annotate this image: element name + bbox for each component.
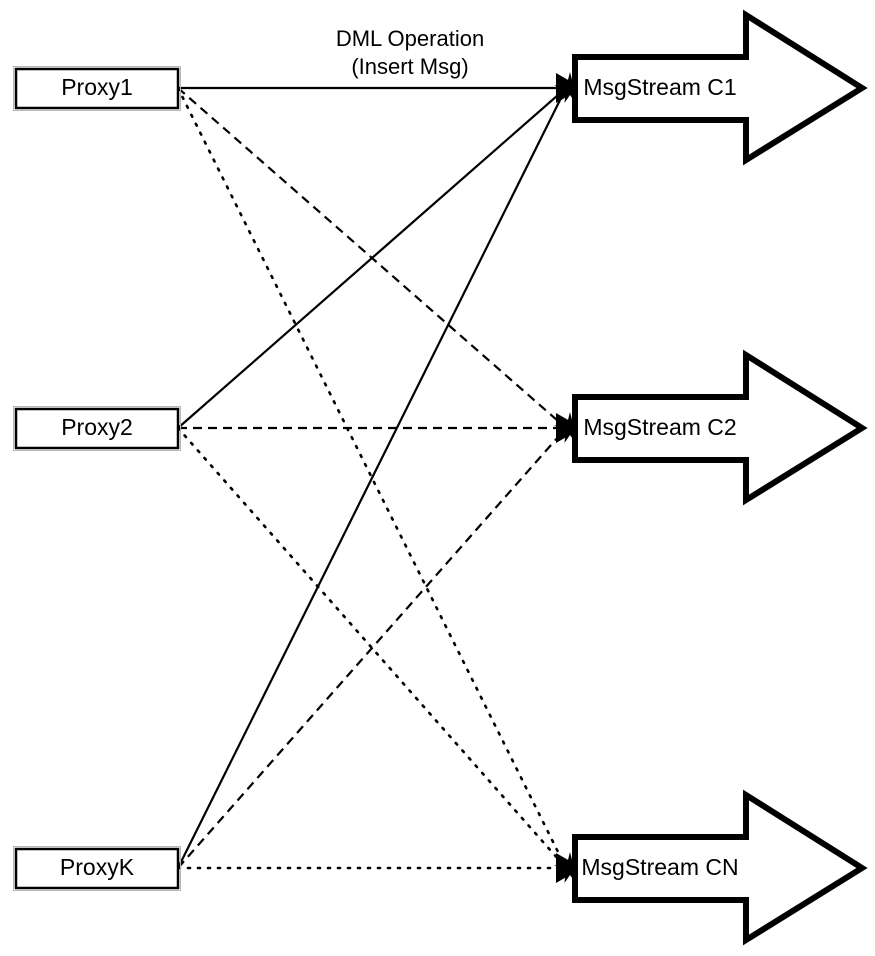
proxy-box — [14, 407, 180, 450]
streams-layer: MsgStream C1 MsgStream C2 MsgStream CN — [572, 9, 868, 946]
proxy-box — [14, 847, 180, 890]
stream-arrow-shape — [572, 789, 868, 946]
connection-proxyK-to-msgstream-c1 — [177, 87, 567, 869]
arrowhead-tip — [556, 73, 582, 103]
proxy-label: Proxy1 — [61, 74, 133, 100]
arrowhead-tip — [556, 413, 582, 443]
proxy-box — [14, 67, 180, 110]
connector-line — [177, 87, 567, 869]
proxy-label: ProxyK — [60, 854, 135, 880]
stream-label: MsgStream C2 — [583, 414, 736, 440]
connection-proxy2-to-msgstream-cn — [176, 426, 568, 870]
connector-line — [176, 426, 568, 870]
proxy-box-outline — [13, 406, 181, 451]
proxy-box-outline — [13, 66, 181, 111]
connection-proxyK-to-msgstream-c2 — [177, 427, 567, 869]
proxy-label: Proxy2 — [61, 414, 133, 440]
arrowhead-tip — [556, 853, 582, 883]
annotation-line-2: (Insert Msg) — [351, 54, 468, 79]
annotation-dml-operation: DML Operation (Insert Msg) — [336, 26, 484, 79]
annotation-line-1: DML Operation — [336, 26, 484, 51]
connector-line — [177, 427, 567, 869]
arrowheads-layer — [554, 72, 586, 883]
proxy-box-outline — [13, 846, 181, 891]
proxy2-node[interactable]: Proxy2 — [13, 406, 181, 451]
msgstream-cn[interactable]: MsgStream CN — [572, 789, 868, 946]
annotations-layer: DML Operation (Insert Msg) — [336, 26, 484, 79]
stream-arrow-shape — [572, 9, 868, 166]
msgstream-c2[interactable]: MsgStream C2 — [572, 349, 868, 506]
connection-proxy2-to-msgstream-c1 — [177, 87, 567, 429]
connections-layer — [176, 86, 568, 870]
stream-label: MsgStream CN — [581, 854, 738, 880]
proxy1-node[interactable]: Proxy1 — [13, 66, 181, 111]
stream-label: MsgStream C1 — [583, 74, 736, 100]
connector-line — [177, 87, 567, 429]
msgstream-c1[interactable]: MsgStream C1 — [572, 9, 868, 166]
stream-arrow-shape — [572, 349, 868, 506]
proxyK-node[interactable]: ProxyK — [13, 846, 181, 891]
